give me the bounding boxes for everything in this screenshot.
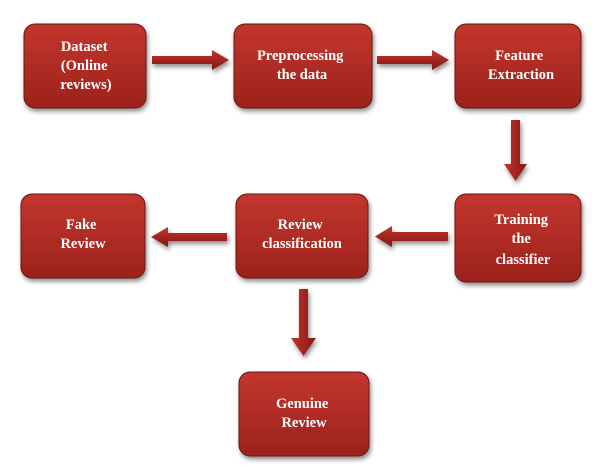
svg-text:Fake Review: Fake Review [60,217,106,252]
arrow-feature-extraction-to-training [504,120,527,181]
node-review-classification-line-2: classification [262,236,342,252]
node-dataset: Dataset (Online reviews) [23,23,147,109]
node-training-classifier: Training the classifier [454,193,582,283]
node-review-classification-line-1: Review [278,217,324,233]
node-feature-extraction-line-1: Feature [495,48,544,64]
node-feature-extraction-line-2: Extraction [488,67,554,83]
node-dataset-line-2: (Online [61,58,108,74]
node-preprocessing-line-1: Preprocessing [257,48,344,64]
node-fake-review-line-2: Review [60,236,106,252]
arrow-training-to-review-classification [375,226,448,247]
node-training-line-2: the [512,231,532,247]
svg-text:Genuine Review: Genuine Review [276,396,332,431]
arrow-review-classification-to-fake-review [151,227,227,247]
node-fake-review-line-1: Fake [66,217,97,233]
svg-text:Review classification: Review classification [262,217,342,252]
arrow-dataset-to-preprocessing [152,50,229,70]
arrow-preprocessing-to-feature-extraction [377,50,449,70]
node-dataset-line-3: reviews) [60,77,111,93]
node-review-classification: Review classification [235,193,369,279]
svg-text:Preprocessing the data: Preprocessing the data [257,48,347,83]
svg-text:Training the class: Training the classifier [494,212,551,268]
svg-text:Feature Extraction: Feature Extraction [488,48,554,83]
node-fake-review: Fake Review [20,193,146,279]
node-genuine-review: Genuine Review [238,371,370,457]
node-feature-extraction: Feature Extraction [454,23,582,109]
node-genuine-review-line-1: Genuine [276,396,329,412]
node-dataset-line-1: Dataset [61,39,108,55]
node-genuine-review-line-2: Review [281,415,327,431]
arrow-review-classification-to-genuine-review [291,289,316,356]
svg-text:Dataset (Online re: Dataset (Online reviews) [60,39,111,93]
node-training-line-1: Training [494,212,548,228]
node-preprocessing-line-2: the data [277,67,328,83]
node-preprocessing: Preprocessing the data [233,23,373,109]
node-training-line-3: classifier [496,252,551,268]
